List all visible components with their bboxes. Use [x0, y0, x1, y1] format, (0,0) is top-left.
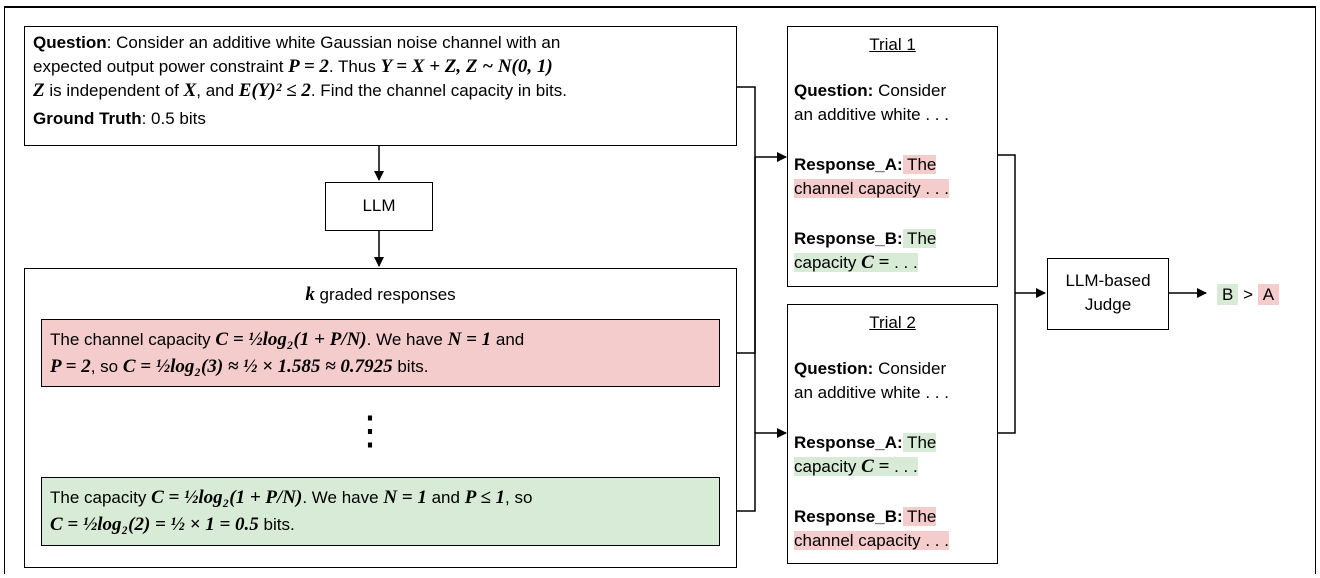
trial-2-box: Trial 2 Question: Consider an additive w…	[787, 304, 998, 564]
trial-1-box: Trial 1 Question: Consider an additive w…	[787, 26, 998, 287]
ground-truth-value: : 0.5 bits	[141, 109, 206, 128]
response-incorrect-line-2: P = 2, so C = ½log₂(3) ≈ ½ × 1.585 ≈ 0.7…	[50, 356, 429, 377]
response-correct-line-1: The capacity C = ½log₂(1 + P/N). We have…	[50, 487, 533, 508]
trial-1-question: Question: Consider an additive white . .…	[794, 81, 949, 124]
question-box: Question: Consider an additive white Gau…	[24, 26, 737, 146]
judgment-result: B > A	[1217, 283, 1280, 309]
llm-label: LLM	[362, 196, 396, 215]
arrow-green-to-trial2	[720, 428, 787, 512]
trial-1-title: Trial 1	[869, 35, 916, 54]
graded-responses-title: k graded responses	[305, 284, 456, 305]
response-incorrect-line-1: The channel capacity C = ½log₂(1 + P/N).…	[50, 329, 525, 350]
trial-1-response-a: Response_A: The channel capacity . . .	[794, 155, 949, 198]
question-line-3: Z is independent of X, and E(Y)² ≤ 2. Fi…	[33, 80, 567, 101]
ground-truth-label: Ground Truth	[33, 109, 142, 128]
trial-1-response-b: Response_B: The capacity C = . . .	[794, 229, 937, 273]
trial-2-response-b: Response_B: The channel capacity . . .	[794, 507, 949, 550]
question-line-2: expected output power constraint P = 2. …	[33, 56, 553, 77]
llm-box: LLM	[325, 182, 433, 231]
trial-2-question: Question: Consider an additive white . .…	[794, 359, 949, 402]
response-correct: The capacity C = ½log₂(1 + P/N). We have…	[41, 477, 720, 546]
judge-box: LLM-based Judge	[1047, 258, 1169, 330]
trial-2-response-a: Response_A: The capacity C = . . .	[794, 433, 937, 477]
ellipsis: ⋮	[350, 409, 390, 453]
response-correct-line-2: C = ½log₂(2) = ½ × 1 = 0.5 bits.	[50, 514, 295, 535]
arrow-question-to-trial1	[737, 86, 787, 162]
question-label: Question	[33, 33, 107, 52]
ground-truth: Ground Truth: 0.5 bits	[33, 107, 728, 131]
outer-frame	[4, 6, 1316, 574]
result-a: A	[1257, 284, 1280, 305]
trial-2-title: Trial 2	[869, 313, 916, 332]
question-line-1: Question: Consider an additive white Gau…	[33, 33, 561, 52]
bracket-trials	[998, 154, 1016, 434]
result-b: B	[1217, 284, 1239, 305]
result-operator: >	[1243, 285, 1254, 304]
response-incorrect: The channel capacity C = ½log₂(1 + P/N).…	[41, 319, 720, 387]
